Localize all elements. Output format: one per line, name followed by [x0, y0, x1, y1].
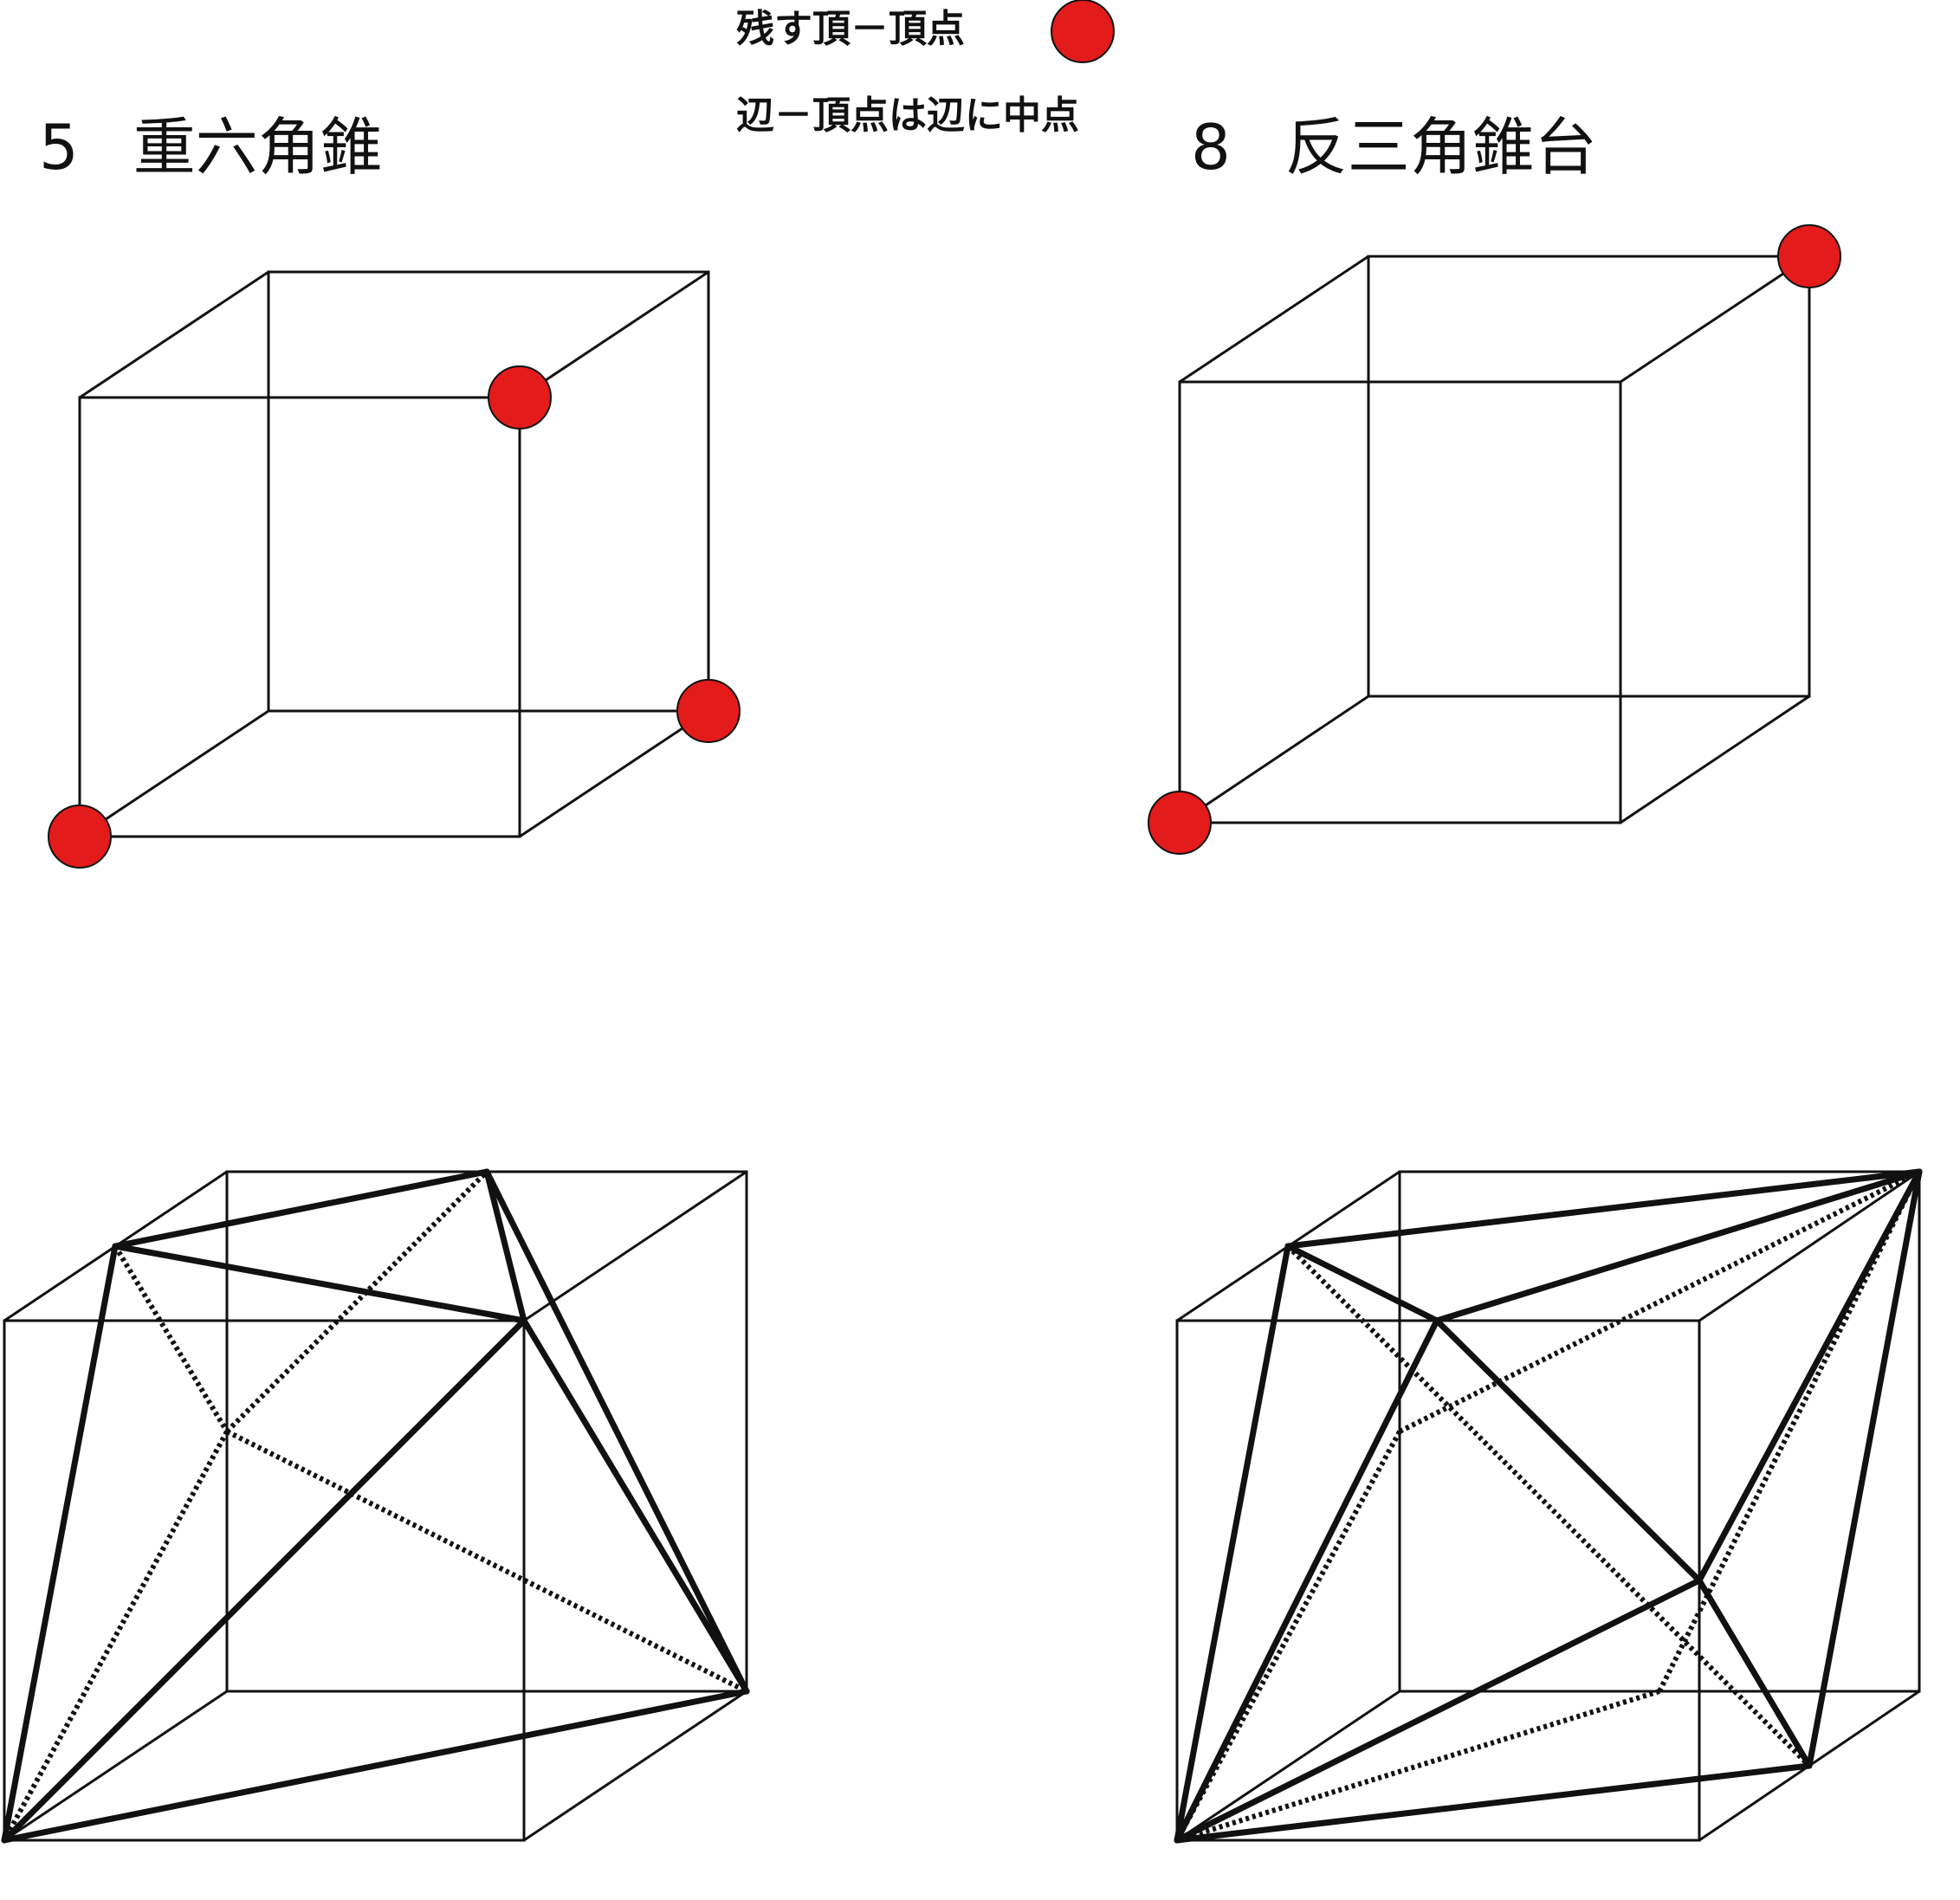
hidden-edge: [1285, 1244, 1812, 1768]
visible-edge: [1174, 1577, 1703, 1844]
solid-5-bottom: [1, 1168, 750, 1844]
cube-back-face: [1367, 255, 1811, 698]
panel-5-title: 5 重六角錐: [39, 111, 383, 184]
legend-marker-dot: [1051, 0, 1115, 63]
visible-edge: [521, 1317, 750, 1695]
visible-edge: [1284, 1243, 1440, 1324]
visible-edge: [1284, 1168, 1923, 1250]
visible-edge: [1, 1317, 527, 1844]
kept-vertex: [48, 805, 112, 869]
kept-vertex: [1777, 224, 1841, 288]
hidden-edge: [1176, 1689, 1660, 1843]
visible-edge: [1, 1243, 119, 1844]
cube-back-face: [267, 270, 710, 713]
hidden-edge: [2, 1430, 230, 1842]
visible-edge: [483, 1168, 750, 1695]
visible-edge: [1696, 1168, 1923, 1584]
cube-edge: [1179, 695, 1369, 824]
legend-edge-label: 辺－頂点は辺に中点: [736, 94, 1079, 138]
cube-edge: [1620, 695, 1810, 824]
visible-edge: [483, 1168, 527, 1324]
cube-edge: [79, 709, 269, 838]
cube-edge: [3, 1690, 228, 1842]
cube-edge: [519, 709, 709, 838]
legend-marker-label: 残す頂－頂点: [736, 7, 965, 51]
cube-edge: [1176, 1690, 1400, 1842]
visible-edge: [112, 1243, 527, 1324]
visible-edge: [1174, 1762, 1813, 1844]
cube-edge: [79, 270, 269, 399]
panel-8-title: 8 反三角錐台: [1191, 111, 1597, 184]
visible-edge: [112, 1168, 490, 1250]
panel-8-number: 8: [1191, 111, 1231, 184]
cube-8-top: [1148, 224, 1841, 855]
visible-edge: [1, 1688, 750, 1844]
visible-edge: [1433, 1168, 1923, 1324]
hidden-edge: [1174, 1430, 1402, 1842]
hidden-edge: [113, 1244, 230, 1433]
panel-5-name: 重六角錐: [133, 111, 383, 184]
visible-edge: [1174, 1317, 1440, 1844]
visible-edge: [1696, 1577, 1813, 1769]
cube-back-face: [225, 1170, 748, 1693]
cube-5-top: [48, 270, 741, 869]
cube-edge: [1620, 255, 1810, 384]
cube-edge: [519, 270, 709, 399]
cube-edge: [523, 1170, 747, 1322]
panel-5-number: 5: [39, 111, 79, 184]
visible-edge: [1433, 1317, 1703, 1584]
panel-8-name: 反三角錐台: [1285, 111, 1597, 184]
kept-vertex: [488, 365, 552, 430]
cube-edge: [1179, 255, 1369, 384]
cube-front-face: [78, 396, 521, 838]
hidden-edge: [1398, 1169, 1921, 1434]
hidden-edge: [224, 1169, 489, 1434]
cube-front-face: [1178, 380, 1622, 824]
cube-edge: [523, 1690, 747, 1842]
visible-edge: [1174, 1243, 1291, 1844]
kept-vertex: [676, 679, 741, 743]
legend: 残す頂－頂点 辺－頂点は辺に中点: [736, 0, 1115, 138]
solid-8-bottom: [1174, 1168, 1923, 1844]
kept-vertex: [1148, 791, 1212, 855]
visible-edge: [1806, 1168, 1923, 1769]
cube-edge: [1698, 1170, 1920, 1322]
